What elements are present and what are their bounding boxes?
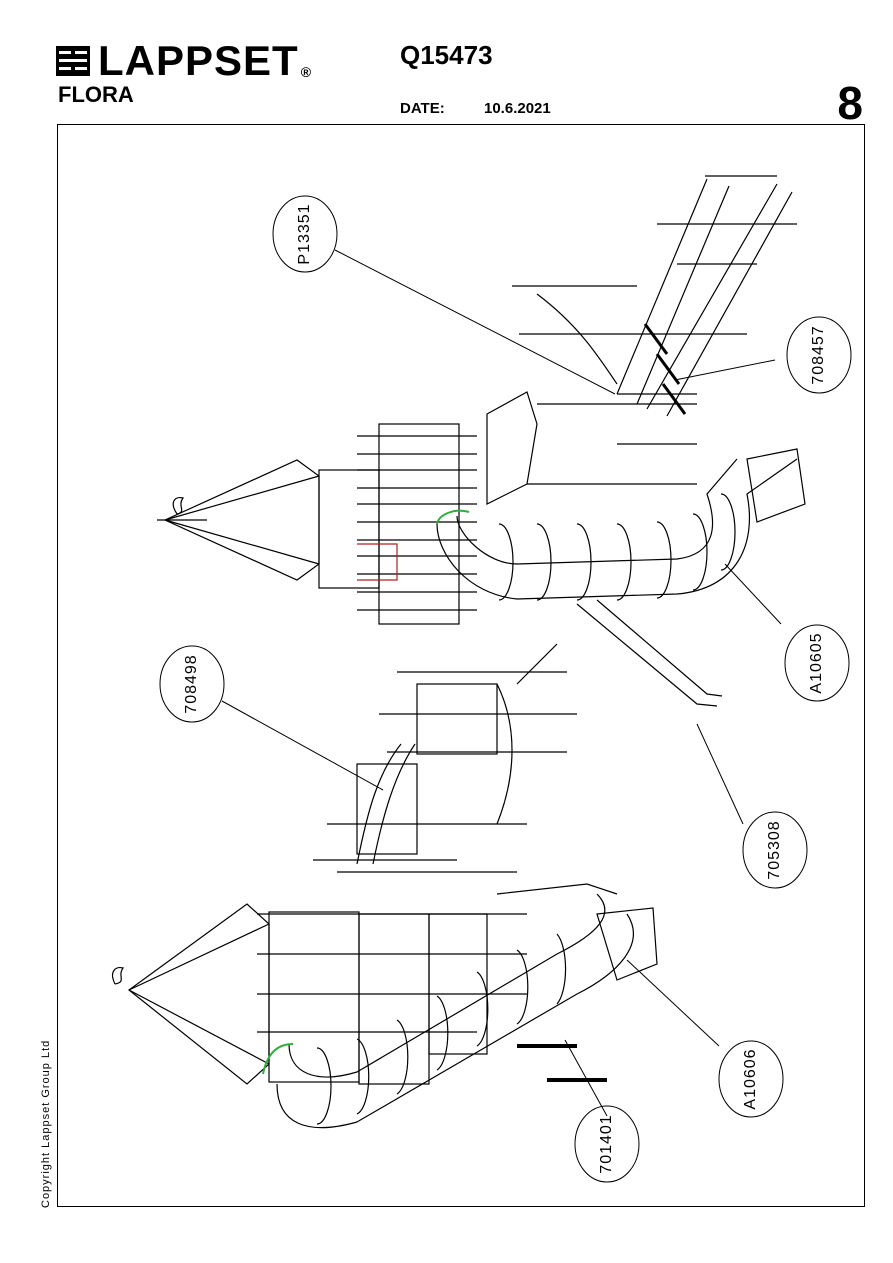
upper-tower — [157, 391, 538, 625]
brand-name: LAPPSET — [98, 37, 299, 84]
date-label: DATE: — [400, 100, 445, 117]
lower-tower — [111, 903, 527, 1085]
callout-p13351: P13351 — [296, 203, 313, 264]
callout-708498: 708498 — [183, 654, 200, 713]
callout-701401: 701401 — [598, 1114, 615, 1173]
lappset-logo: LAPPSET ® — [56, 40, 311, 82]
straight-slide — [516, 599, 723, 707]
callout-circles — [159, 195, 852, 1183]
lappset-logo-icon — [56, 46, 90, 76]
page-number: 8 — [837, 77, 863, 129]
copyright-notice: Copyright Lappset Group Ltd — [40, 1039, 52, 1208]
leader-lines — [221, 249, 782, 1117]
top-climber — [512, 175, 797, 485]
product-code: Q15473 — [400, 40, 493, 70]
middle-bridge — [313, 671, 577, 873]
callout-705308: 705308 — [766, 820, 783, 879]
callout-a10605: A10605 — [808, 632, 825, 693]
registered-mark: ® — [300, 64, 312, 80]
callout-708457: 708457 — [810, 325, 827, 384]
product-name: FLORA — [58, 82, 134, 107]
assembly-drawing: P13351 708457 A10605 708498 705308 A1060… — [111, 175, 852, 1183]
callout-a10606: A10606 — [742, 1048, 759, 1109]
upper-tube-slide — [436, 448, 806, 601]
drawing-frame — [57, 124, 865, 1207]
lower-tube-slide — [276, 883, 658, 1129]
date-value: 10.6.2021 — [484, 100, 551, 117]
